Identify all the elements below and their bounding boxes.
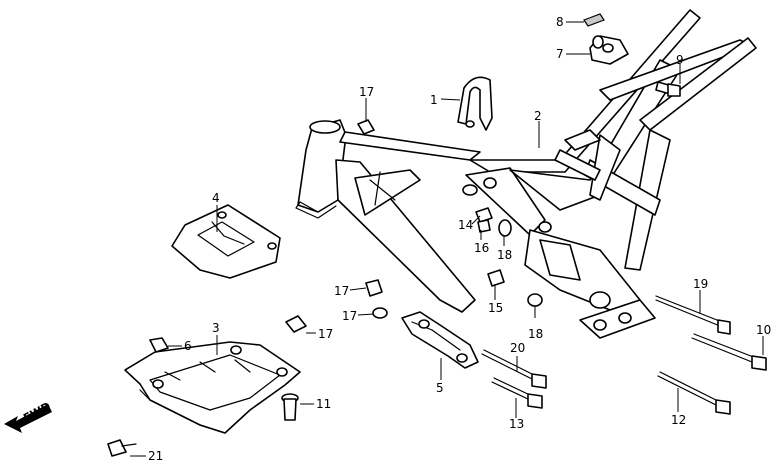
washer-18-b: [527, 293, 543, 307]
skid-plate: [124, 341, 301, 434]
callout-8: 8: [556, 15, 564, 29]
callout-17-top: 17: [359, 85, 374, 99]
bolt-13: [491, 377, 543, 409]
bracket-part: [589, 35, 629, 65]
main-frame: [295, 9, 757, 339]
fwd-label: FWD: [21, 400, 53, 425]
callout-4: 4: [212, 191, 220, 205]
callout-19: 19: [693, 277, 708, 291]
bolt-10: [691, 333, 767, 371]
skid-plate-top: [171, 204, 281, 279]
washer-17: [372, 307, 388, 319]
clamp-part: [457, 76, 493, 131]
bolt-9: [655, 81, 681, 97]
cap-part: [583, 13, 605, 27]
callout-5: 5: [436, 381, 444, 395]
nut-14: [475, 207, 493, 223]
nut-17-low: [285, 315, 307, 333]
callout-6: 6: [184, 339, 192, 353]
callout-20: 20: [510, 341, 525, 355]
callout-7: 7: [556, 47, 564, 61]
callout-1: 1: [430, 93, 438, 107]
callout-3: 3: [212, 321, 220, 335]
callout-13: 13: [509, 417, 524, 431]
nut-17-top: [357, 119, 375, 135]
bolt-12: [657, 371, 731, 415]
nut-16: [477, 219, 491, 233]
washer-18-a: [498, 219, 512, 237]
callout-10: 10: [756, 323, 771, 337]
callout-18-lower: 18: [528, 327, 543, 341]
nut-17-mid: [365, 279, 383, 297]
callout-11: 11: [316, 397, 331, 411]
fwd-arrow-icon: FWD: [4, 400, 53, 433]
bolt-20: [481, 349, 547, 389]
callout-17-low: 17: [318, 327, 333, 341]
nut-15: [487, 269, 505, 287]
callout-2: 2: [534, 109, 542, 123]
callout-9: 9: [676, 53, 684, 67]
callout-15: 15: [488, 301, 503, 315]
nut-6: [149, 337, 169, 353]
leader-lines: [130, 21, 764, 457]
bolt-19: [655, 295, 731, 335]
callout-18-upper: 18: [497, 248, 512, 262]
engine-hanger: [401, 311, 479, 369]
callout-12: 12: [671, 413, 686, 427]
callout-numbers: 1 2 3 4 5 6 7 8 9 10 11 12 13 14 15 16 1…: [148, 15, 771, 463]
callout-14: 14: [458, 218, 473, 232]
callout-16: 16: [474, 241, 489, 255]
bolt-11: [281, 393, 299, 421]
callout-21: 21: [148, 449, 163, 463]
bolt-21: [107, 439, 137, 457]
callout-17-mid: 17: [334, 284, 349, 298]
callout-17-washer: 17: [342, 309, 357, 323]
